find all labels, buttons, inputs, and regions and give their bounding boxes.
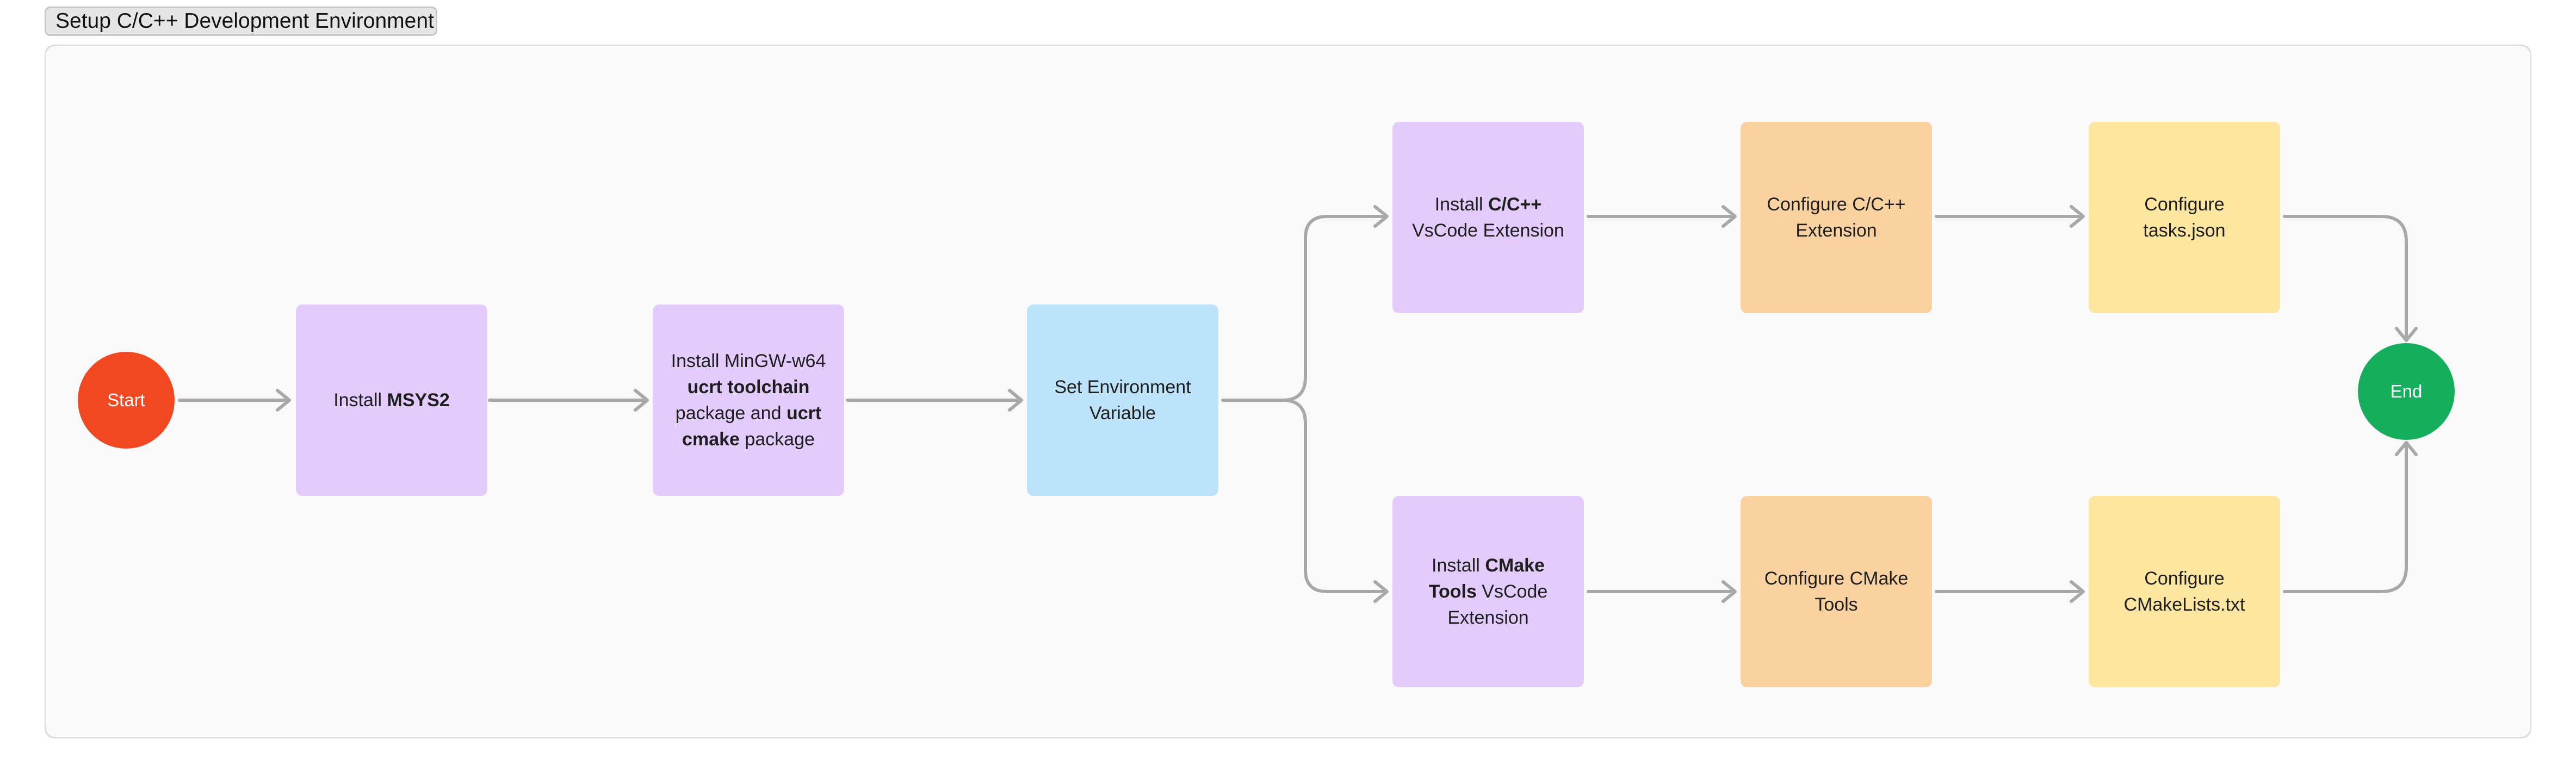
start-node[interactable]: Start bbox=[78, 352, 175, 449]
configure-cmakelists-node[interactable]: Configure CMakeLists.txt bbox=[2089, 496, 2280, 687]
configure-cmake-tools-node[interactable]: Configure CMake Tools bbox=[1741, 496, 1932, 687]
install-cpp-ext-text: Install C/C++ VsCode Extension bbox=[1412, 194, 1564, 241]
configure-tasks-text: Configure tasks.json bbox=[2143, 194, 2226, 241]
configure-cmakelists-text: Configure CMakeLists.txt bbox=[2123, 568, 2245, 615]
edge-env-cppext bbox=[1221, 205, 1389, 402]
edge-msys2-mingw bbox=[488, 389, 649, 412]
section-title: Setup C/C++ Development Environment bbox=[45, 7, 437, 36]
install-msys2-node[interactable]: Install MSYS2 bbox=[296, 304, 487, 496]
configure-cpp-ext-text: Configure C/C++ Extension bbox=[1767, 194, 1906, 241]
set-env-node[interactable]: Set Environment Variable bbox=[1027, 304, 1218, 496]
edge-cmaketools-configcmake bbox=[1587, 580, 1737, 603]
edge-mingw-env bbox=[846, 389, 1023, 412]
edge-env-cmaketools bbox=[1281, 399, 1389, 603]
configure-tasks-node[interactable]: Configure tasks.json bbox=[2089, 122, 2280, 313]
set-env-text: Set Environment Variable bbox=[1054, 377, 1191, 424]
install-cmake-tools-node[interactable]: Install CMake Tools VsCode Extension bbox=[1392, 496, 1584, 687]
install-mingw-node[interactable]: Install MinGW-w64 ucrt toolchain package… bbox=[653, 304, 844, 496]
install-cpp-ext-node[interactable]: Install C/C++ VsCode Extension bbox=[1392, 122, 1584, 313]
edge-configcpp-tasks bbox=[1935, 205, 2085, 228]
end-label: End bbox=[2390, 381, 2423, 401]
configure-cpp-ext-node[interactable]: Configure C/C++ Extension bbox=[1741, 122, 1932, 313]
end-node[interactable]: End bbox=[2358, 343, 2455, 440]
install-msys2-text: Install MSYS2 bbox=[333, 390, 450, 411]
edge-cppext-configcpp bbox=[1587, 205, 1737, 228]
install-mingw-text: Install MinGW-w64 ucrt toolchain package… bbox=[671, 351, 826, 450]
edge-cmakelists-end bbox=[2283, 441, 2418, 593]
edge-tasks-end bbox=[2283, 215, 2418, 342]
start-label: Start bbox=[107, 390, 145, 410]
configure-cmake-tools-text: Configure CMake Tools bbox=[1764, 568, 1909, 615]
edge-start-msys2 bbox=[178, 389, 291, 412]
edge-configcmake-cmakelists bbox=[1935, 580, 2085, 603]
install-cmake-tools-text: Install CMake Tools VsCode Extension bbox=[1428, 555, 1548, 628]
